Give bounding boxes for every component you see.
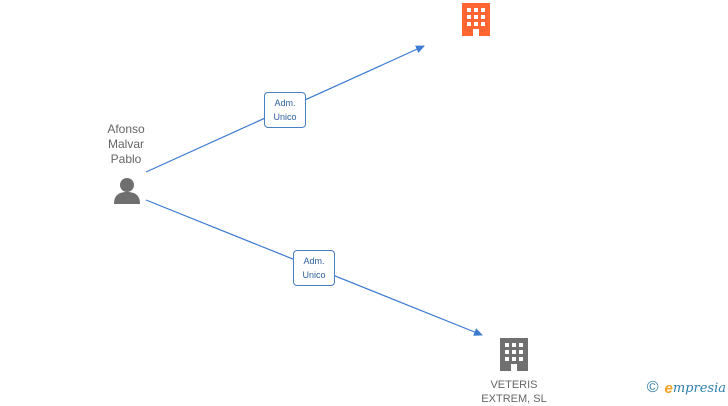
edge-label-role: Adm. <box>303 256 325 266</box>
person-name-line: Pablo <box>110 152 142 166</box>
company-name-line: EXTREM, SL <box>481 393 547 405</box>
edge-label-top[interactable]: Adm. Unico <box>264 92 306 128</box>
company-name-line: VETERIS <box>490 379 538 391</box>
person-name[interactable]: Afonso Malvar Pablo <box>96 122 156 167</box>
brand-initial: e <box>664 379 673 397</box>
company-name[interactable]: VETERIS EXTREM, SL <box>474 378 554 406</box>
person-name-line: Malvar <box>107 137 144 151</box>
building-icon[interactable] <box>500 338 528 371</box>
edge-label-role: Unico <box>302 270 326 280</box>
edge-label-role: Unico <box>273 112 297 122</box>
person-icon[interactable] <box>114 178 140 204</box>
brand-name: mpresia <box>672 380 726 396</box>
edge-label-role: Adm. <box>274 98 296 108</box>
person-name-line: Afonso <box>107 122 145 136</box>
building-icon[interactable] <box>462 3 490 36</box>
copyright-icon: © <box>646 379 659 396</box>
empresia-watermark: © e mpresia <box>647 379 726 397</box>
edge-label-bottom[interactable]: Adm. Unico <box>293 250 335 286</box>
